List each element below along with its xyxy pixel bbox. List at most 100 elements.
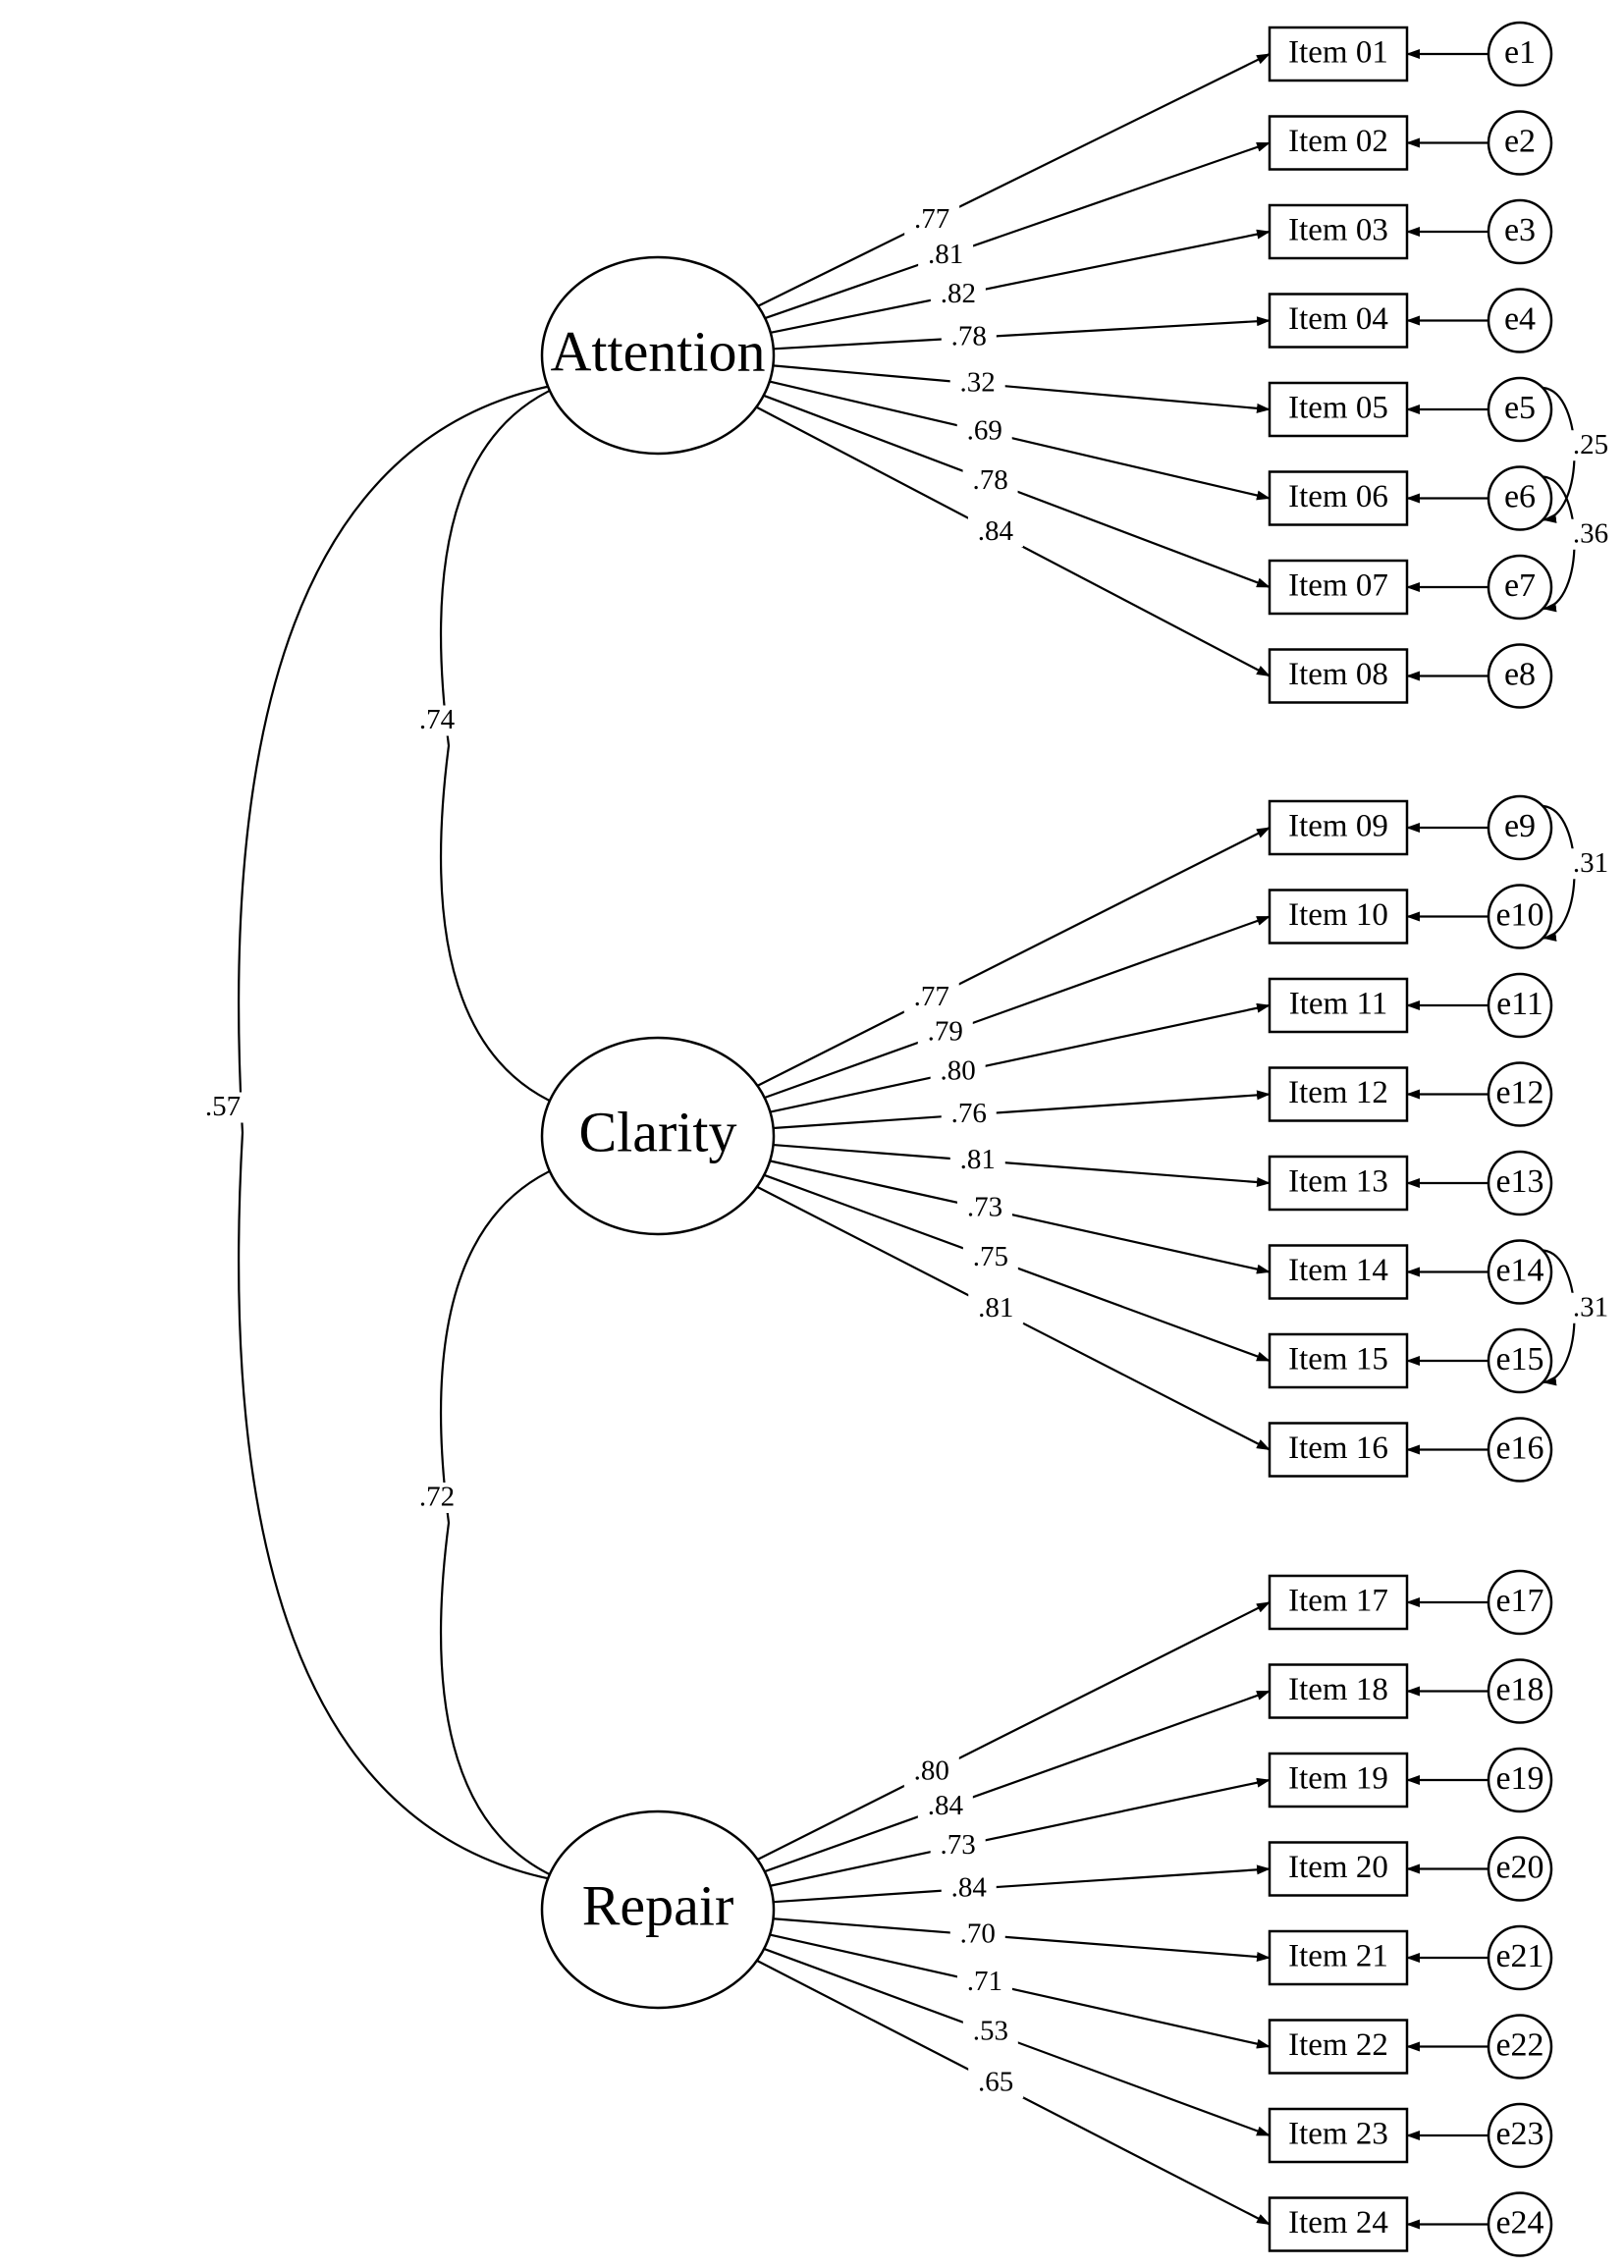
item-label: Item 22 [1288,2027,1388,2063]
error-label: e24 [1495,2204,1543,2241]
factor-correlation-arc [238,375,581,1885]
covariance-coefficient: .36 [1565,517,1616,550]
loading-coefficient: .73 [930,1829,986,1862]
factor-label: Attention [550,319,765,383]
error-term: e24 [1487,2191,1553,2257]
error-term: e5 [1487,376,1553,443]
error-label: e9 [1504,808,1536,844]
loading-value: .79 [928,1016,963,1048]
loading-coefficient: .79 [917,1016,973,1048]
loading-coefficient: .73 [956,1192,1012,1224]
item-box: Item 21 [1268,1929,1409,1986]
item-box: Item 01 [1268,26,1409,82]
error-term: e14 [1487,1239,1553,1305]
error-term: e8 [1487,643,1553,709]
loading-coefficient: .78 [941,321,997,352]
covariance-value: .36 [1573,517,1608,549]
item-label: Item 19 [1288,1761,1388,1797]
correlation-coefficient: .57 [195,1091,250,1123]
error-label: e5 [1504,390,1536,426]
loading-value: .82 [941,278,976,309]
error-term: e16 [1487,1417,1553,1483]
error-label: e21 [1495,1938,1543,1974]
loading-value: .73 [967,1192,1002,1223]
correlation-coefficient: .72 [409,1482,464,1513]
item-label: Item 07 [1288,568,1388,604]
error-term: e20 [1487,1836,1553,1902]
loading-value: .75 [973,1241,1008,1272]
error-label: e4 [1504,300,1536,337]
error-term: e2 [1487,110,1553,176]
covariance-value: .31 [1573,1291,1608,1323]
item-label: Item 15 [1288,1342,1388,1377]
error-term: e17 [1487,1569,1553,1636]
item-label: Item 18 [1288,1672,1388,1707]
error-label: e16 [1495,1430,1543,1466]
error-label: e17 [1495,1583,1543,1619]
coefficient-labels: .77.81.82.78.32.69.78.84.77.79.80.76.81.… [195,203,1616,2099]
loading-path [757,53,1271,307]
item-label: Item 03 [1288,213,1388,248]
item-box: Item 03 [1268,203,1409,260]
item-label: Item 13 [1288,1164,1388,1200]
item-label: Item 08 [1288,657,1388,692]
error-label: e23 [1495,2116,1543,2152]
item-label: Item 11 [1289,987,1388,1022]
loading-coefficient: .77 [903,981,959,1013]
loading-path [773,1090,1271,1130]
item-box: Item 06 [1268,470,1409,526]
loading-path [764,141,1271,320]
error-term: e19 [1487,1747,1553,1813]
error-label: e3 [1504,212,1536,248]
error-term: e22 [1487,2014,1553,2079]
item-box: Item 20 [1268,1841,1409,1897]
error-term: e6 [1487,465,1553,531]
loading-coefficient: .81 [918,239,974,271]
item-box: Item 11 [1268,977,1409,1034]
error-label: e22 [1495,2026,1543,2063]
item-box: Item 08 [1268,648,1409,704]
item-box: Item 22 [1268,2019,1409,2075]
error-label: e19 [1495,1760,1543,1797]
error-label: e7 [1504,567,1536,604]
loading-value: .69 [967,414,1002,446]
loading-coefficient: .71 [956,1966,1012,1998]
error-term: e12 [1487,1061,1553,1127]
loading-path [757,1601,1271,1861]
covariance-value: .31 [1573,847,1608,879]
loading-coefficient: .70 [949,1917,1005,1950]
loading-value: .81 [978,1292,1013,1323]
latent-factor: Repair [540,1809,776,2010]
loading-value: .32 [960,366,996,398]
loading-path [773,1917,1271,1962]
loading-path [773,364,1271,413]
error-term: e21 [1487,1924,1553,1991]
loading-coefficient: .76 [941,1098,997,1130]
loading-path [769,1160,1271,1274]
error-term: e1 [1487,21,1553,87]
error-term: e13 [1487,1150,1553,1216]
loading-value: .77 [914,203,949,235]
error-term: e18 [1487,1658,1553,1724]
loading-value: .78 [972,464,1007,496]
error-label: e14 [1495,1252,1543,1288]
loading-path [764,915,1271,1100]
factor-label: Clarity [578,1100,736,1163]
loading-path [756,827,1271,1087]
loading-value: .81 [928,239,963,270]
correlation-value: .74 [419,704,456,735]
error-term: e4 [1487,288,1553,353]
loading-coefficient: .75 [962,1241,1018,1273]
item-label: Item 06 [1288,479,1388,514]
item-box: Item 14 [1268,1244,1409,1300]
loading-value: .65 [978,2067,1013,2098]
loading-value: .84 [978,515,1014,547]
loading-value: .78 [951,321,987,352]
error-label: e8 [1504,656,1536,692]
correlation-value: .72 [419,1482,455,1513]
loading-coefficient: .69 [956,414,1012,447]
error-label: e15 [1495,1341,1543,1377]
error-term: e15 [1487,1327,1553,1394]
